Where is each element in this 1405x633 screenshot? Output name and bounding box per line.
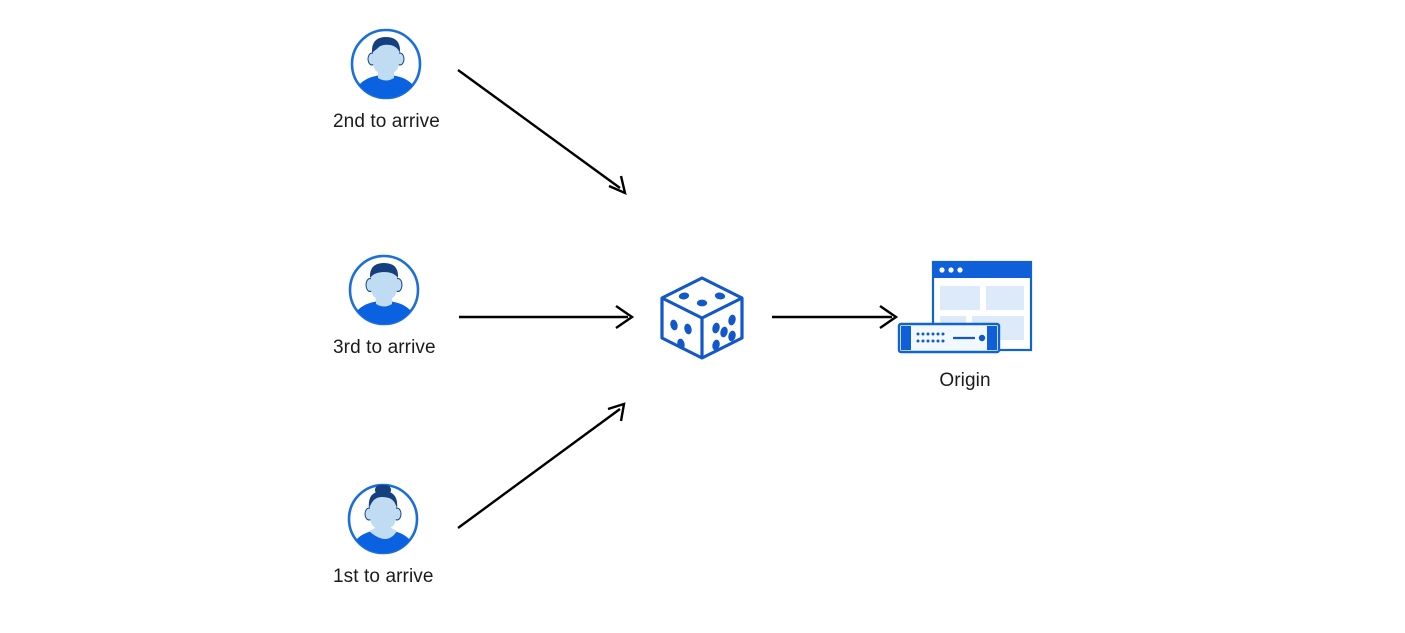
node-client-2nd[interactable]: 2nd to arrive — [333, 26, 440, 134]
node-router-dice[interactable] — [654, 270, 750, 366]
origin-server-icon — [895, 258, 1035, 368]
node-label-client-2nd: 2nd to arrive — [333, 111, 440, 132]
arrow-dice-to-origin — [772, 305, 899, 329]
node-label-client-1st: 1st to arrive — [333, 566, 434, 587]
user-avatar-male-icon — [348, 26, 424, 102]
user-avatar-male-icon — [346, 252, 422, 328]
dice-icon — [654, 270, 750, 366]
node-origin-server[interactable]: Origin — [895, 258, 1035, 393]
node-label-client-3rd: 3rd to arrive — [333, 337, 436, 358]
arrow-2nd-to-dice — [457, 69, 627, 196]
node-client-3rd[interactable]: 3rd to arrive — [333, 252, 436, 360]
user-avatar-female-icon — [345, 481, 421, 557]
arrow-1st-to-dice — [457, 402, 626, 529]
arrow-3rd-to-dice — [459, 305, 635, 329]
node-label-origin: Origin — [939, 370, 991, 391]
server-device — [897, 322, 1001, 354]
node-client-1st[interactable]: 1st to arrive — [333, 481, 434, 589]
